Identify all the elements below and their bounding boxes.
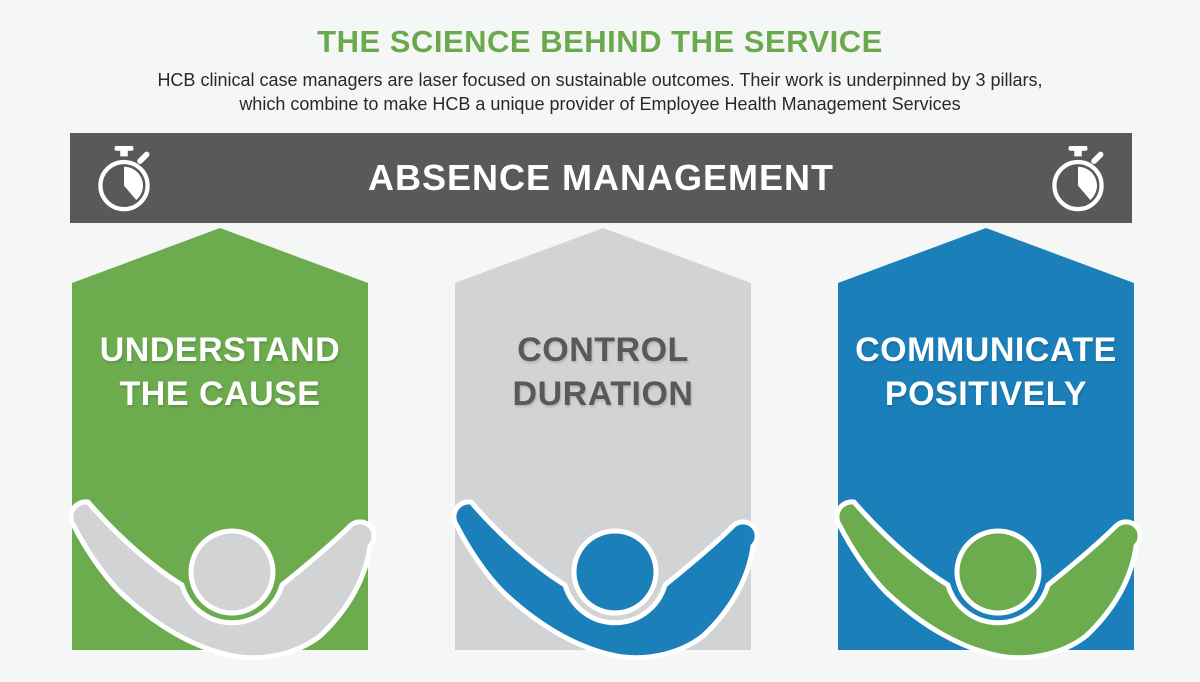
person-arms-raised-icon [68, 499, 377, 661]
pillar-label-line-1: CONTROL [517, 331, 689, 369]
stopwatch-icon [98, 146, 150, 212]
page-title: THE SCIENCE BEHIND THE SERVICE [317, 24, 883, 59]
pillar-label-line-1: COMMUNICATE [855, 331, 1117, 369]
pillar-label-line-2: POSITIVELY [884, 375, 1088, 413]
pillar-label: CONTROL DURATION [455, 328, 751, 416]
header: THE SCIENCE BEHIND THE SERVICE HCB clini… [0, 0, 1200, 116]
pillar-label: COMMUNICATE POSITIVELY [838, 328, 1134, 416]
subtitle-line-2: which combine to make HCB a unique provi… [239, 94, 961, 114]
absence-management-banner: ABSENCE MANAGEMENT [70, 133, 1132, 223]
banner-title: ABSENCE MANAGEMENT [367, 157, 834, 198]
pillar-label-line-2: THE CAUSE [119, 375, 321, 413]
pillar-shape [72, 228, 368, 650]
pillar-label-line-1: UNDERSTAND [99, 331, 341, 369]
pillar-understand-the-cause: UNDERSTAND THE CAUSE [68, 228, 377, 661]
person-arms-raised-icon [451, 499, 760, 661]
subtitle-line-1: HCB clinical case managers are laser foc… [157, 70, 1043, 90]
pillar-shape [455, 228, 751, 650]
person-arms-raised-icon [834, 499, 1143, 661]
pillar-label: UNDERSTAND THE CAUSE [72, 328, 368, 416]
pillar-communicate-positively: COMMUNICATE POSITIVELY [834, 228, 1143, 661]
stopwatch-icon [1052, 146, 1104, 212]
page-subtitle: HCB clinical case managers are laser foc… [0, 68, 1200, 116]
pillar-control-duration: CONTROL DURATION [451, 228, 760, 661]
pillar-shape [838, 228, 1134, 650]
pillar-label-line-2: DURATION [512, 375, 694, 413]
